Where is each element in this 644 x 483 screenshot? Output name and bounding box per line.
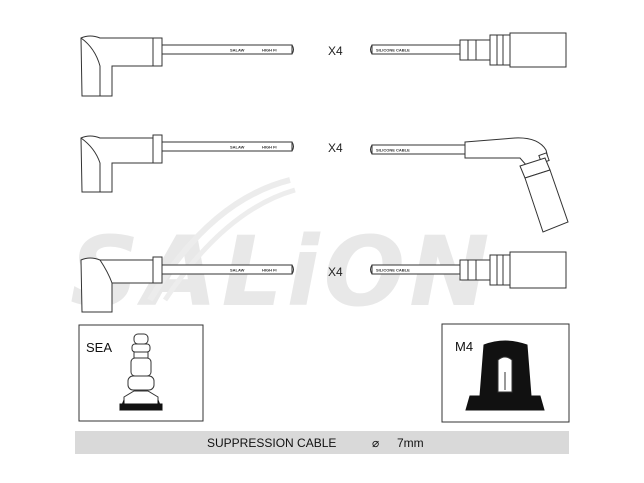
- cable-print-left: SALAW: [230, 268, 245, 273]
- boot-angled-body: [524, 169, 569, 233]
- cable-left: [161, 44, 293, 55]
- boot-collar: [152, 37, 163, 67]
- boot-90-left: [80, 35, 154, 97]
- boot-straight-body: [509, 32, 567, 68]
- quantity-label: X4: [328, 265, 343, 279]
- terminal-box-sea: SEA: [78, 324, 204, 422]
- footer-text: SUPPRESSION CABLE: [207, 436, 336, 450]
- boot-90-edge: [80, 137, 101, 192]
- boot-90-left: [80, 135, 154, 193]
- footer-bar: SUPPRESSION CABLE ⌀ 7mm: [75, 431, 569, 454]
- boot-straight-neck: [459, 259, 491, 281]
- cable-print-right: HIGH FI: [262, 268, 277, 273]
- terminal-box-m4: M4: [441, 323, 570, 423]
- watermark: SALiON: [70, 177, 489, 328]
- quantity-label: X4: [328, 44, 343, 58]
- cable-print-silicone: SILICONE CABLE: [376, 148, 410, 153]
- cable-print-right: HIGH FI: [262, 145, 277, 150]
- diameter-value: 7mm: [397, 436, 424, 450]
- boot-straight-rib: [489, 34, 511, 66]
- cable-print-left: SALAW: [230, 145, 245, 150]
- diameter-symbol: ⌀: [372, 436, 379, 450]
- quantity-label: X4: [328, 141, 343, 155]
- cable-print-right: HIGH FI: [262, 48, 277, 53]
- cable-print-silicone: SILICONE CABLE: [376, 48, 410, 53]
- cable-print-left: SALAW: [230, 48, 245, 53]
- watermark-swoosh: [162, 187, 296, 302]
- footer-background: [75, 431, 569, 454]
- cable-left: [161, 264, 293, 275]
- cable-print-silicone: SILICONE CABLE: [376, 268, 410, 273]
- cable-break: [370, 44, 373, 55]
- boot-90-left: [80, 257, 154, 313]
- cable-left: [161, 141, 293, 152]
- boot-straight-body: [509, 251, 567, 289]
- sea-terminal-icon: [119, 333, 163, 411]
- terminal-box-label: M4: [455, 339, 473, 354]
- boot-straight-neck: [459, 39, 491, 61]
- cable-break: [291, 44, 294, 55]
- boot-90-edge: [80, 37, 101, 96]
- cable-set-1: SALAW HIGH FI X4 SILICONE CABLE: [80, 32, 567, 97]
- boot-90-edge: [99, 259, 113, 284]
- boot-angled-head: [464, 137, 549, 167]
- boot-collar: [152, 256, 163, 284]
- cable-set-2: SALAW HIGH FI X4 SILICONE CABLE: [80, 134, 569, 233]
- boot-collar: [152, 134, 163, 164]
- cable-break: [370, 144, 373, 155]
- boot-straight-rib: [489, 254, 511, 286]
- m4-terminal-icon: [465, 340, 545, 411]
- cable-break: [291, 264, 294, 275]
- cable-set-3: SALAW HIGH FI X4 SILICONE CABLE: [80, 251, 567, 313]
- terminal-box-label: SEA: [86, 340, 112, 355]
- watermark-swoosh: [147, 177, 291, 302]
- cable-break: [291, 141, 294, 152]
- cable-break: [370, 264, 373, 275]
